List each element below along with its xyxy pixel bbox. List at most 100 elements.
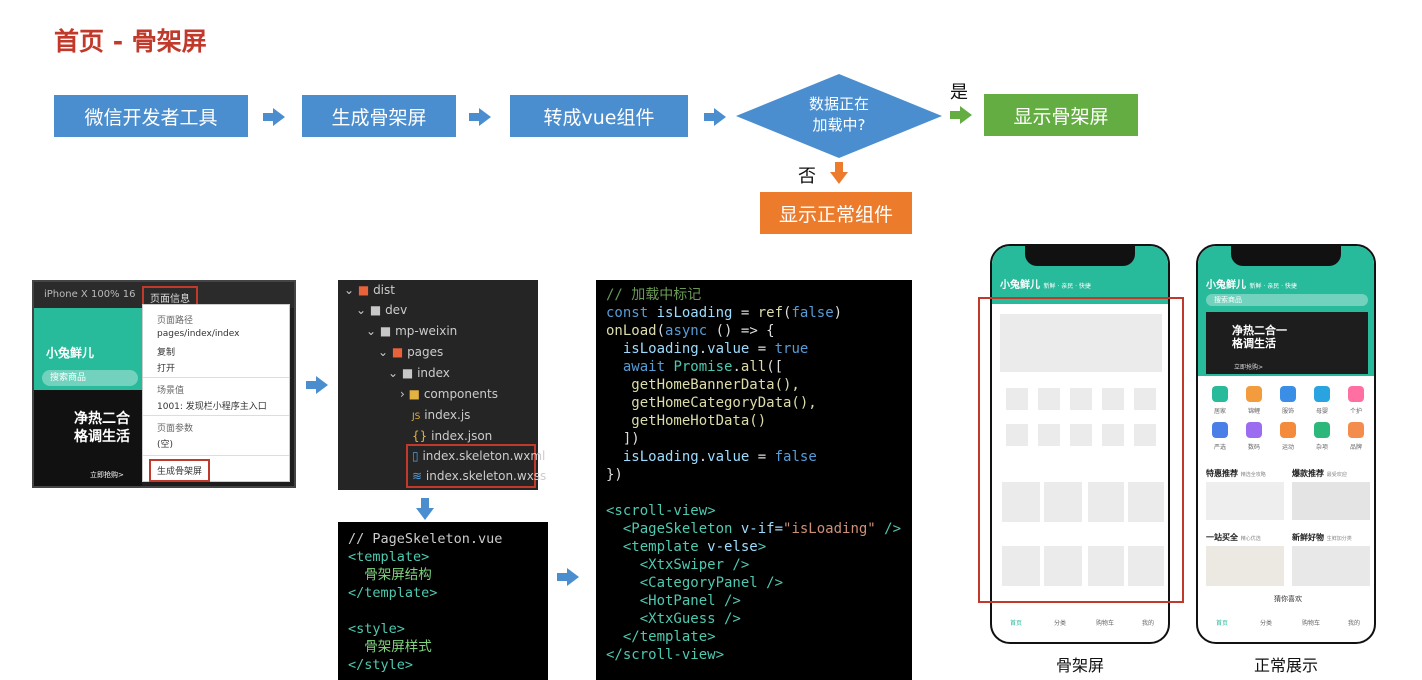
menu-copy[interactable]: 复制 <box>157 348 176 358</box>
tree-item-pages[interactable]: ⌄ ■ pages <box>378 342 443 362</box>
code-index-page: // 加载中标记 const isLoading = ref(false) on… <box>596 280 912 680</box>
tab-home[interactable]: 首页 <box>1010 620 1023 627</box>
folder-icon: ■ <box>401 366 414 380</box>
code-line: <XtxGuess /> <box>606 611 741 627</box>
hot-product-image[interactable] <box>1292 546 1370 586</box>
banner-line-2: 格调生活 <box>74 429 130 445</box>
category-icon[interactable] <box>1348 386 1364 402</box>
file-tree: ⌄ ■ dist ⌄ ■ dev ⌄ ■ mp-weixin ⌄ ■ pages… <box>338 280 546 490</box>
category-label: 锦鲤 <box>1248 408 1261 415</box>
banner-line-1: 净热二合 <box>74 411 130 427</box>
menu-open[interactable]: 打开 <box>157 364 176 374</box>
tree-item-index[interactable]: ⌄ ■ index <box>388 363 450 383</box>
folder-icon: ■ <box>408 387 420 401</box>
tab-home[interactable]: 首页 <box>1216 620 1229 627</box>
code-line: getHomeBannerData(), <box>606 377 800 393</box>
tab-category[interactable]: 分类 <box>1054 620 1067 627</box>
skeleton-block <box>1134 424 1156 446</box>
banner-button: 立即抢购> <box>1234 364 1264 371</box>
category-icon[interactable] <box>1348 422 1364 438</box>
category-icon[interactable] <box>1212 422 1228 438</box>
chevron-right-icon: › <box>400 387 405 401</box>
home-banner[interactable] <box>1206 312 1368 374</box>
code-token: false <box>791 305 834 321</box>
category-icon[interactable] <box>1212 386 1228 402</box>
code-token: = <box>749 341 775 357</box>
code-token: ( <box>783 305 792 321</box>
category-icon[interactable] <box>1246 422 1262 438</box>
menu-generate-skeleton[interactable]: 生成骨架屏 <box>149 459 211 482</box>
brand-sub: 新鲜 · 亲民 · 快捷 <box>1043 283 1091 290</box>
tree-item-index-js[interactable]: JS index.js <box>412 405 470 425</box>
tab-cart[interactable]: 购物车 <box>1096 620 1115 627</box>
category-icon[interactable] <box>1314 386 1330 402</box>
preview-banner <box>34 390 142 486</box>
tree-item-skeleton-wxml[interactable]: ▯ index.skeleton.wxml <box>412 446 545 466</box>
hot-product-image[interactable] <box>1206 546 1284 586</box>
code-template-close: </template> <box>348 585 438 601</box>
code-style-close: </style> <box>348 657 414 673</box>
phone-normal: 小兔鲜儿 新鲜 · 亲民 · 快捷 搜索商品 净热二合一 格调生活 立即抢购> … <box>1196 244 1376 644</box>
code-line: <scroll-view> <box>606 503 716 519</box>
code-line: ]) <box>606 431 640 447</box>
skeleton-block <box>1044 482 1082 522</box>
skeleton-block <box>1070 424 1092 446</box>
search-input[interactable]: 搜索商品 <box>1206 294 1368 306</box>
tree-item-dev[interactable]: ⌄ ■ dev <box>356 300 407 320</box>
decision-diamond <box>736 74 942 158</box>
menu-params-value: (空) <box>157 440 174 450</box>
category-label: 居家 <box>1214 408 1227 415</box>
category-label: 服饰 <box>1282 408 1295 415</box>
hot-product-image[interactable] <box>1292 482 1370 520</box>
hot-title: 特惠推荐 <box>1206 469 1238 478</box>
category-icon[interactable] <box>1314 422 1330 438</box>
flow-step-devtools: 微信开发者工具 <box>54 95 248 137</box>
tab-category[interactable]: 分类 <box>1260 620 1273 627</box>
code-template-body: 骨架屏结构 <box>364 567 432 583</box>
decision-line-1: 数据正在 <box>808 95 869 113</box>
skeleton-block <box>1038 424 1060 446</box>
tree-item-skeleton-wxss[interactable]: ≋ index.skeleton.wxss <box>412 466 546 486</box>
hot-title: 爆款推荐 <box>1292 469 1324 478</box>
tab-mine[interactable]: 我的 <box>1142 620 1155 627</box>
tab-mine[interactable]: 我的 <box>1348 620 1361 627</box>
skeleton-block <box>1134 388 1156 410</box>
folder-icon: ■ <box>379 324 392 338</box>
code-line: </template> <box>606 629 716 645</box>
hot-product-image[interactable] <box>1206 482 1284 520</box>
category-icon[interactable] <box>1280 422 1296 438</box>
code-token: onLoad <box>606 323 657 339</box>
skeleton-block <box>1088 482 1124 522</box>
code-line: <HotPanel /> <box>606 593 741 609</box>
brand-name: 小兔鲜儿 <box>1206 280 1246 291</box>
code-token: . <box>732 359 741 375</box>
hot-sub: 最受欢迎 <box>1326 472 1347 478</box>
category-icon[interactable] <box>1280 386 1296 402</box>
hot-sub: 精心优选 <box>1240 536 1261 542</box>
tree-item-label: index.js <box>424 408 471 422</box>
menu-divider <box>143 377 289 378</box>
tree-item-index-json[interactable]: {} index.json <box>412 426 492 446</box>
preview-brand: 小兔鲜儿 <box>46 346 95 360</box>
page-info-menu: 页面路径 pages/index/index 复制 打开 场景值 1001: 发… <box>142 304 290 482</box>
arrow-down-icon <box>416 498 434 520</box>
code-token: ( <box>656 323 666 339</box>
hot-title: 一站买全 <box>1206 533 1238 542</box>
tab-cart[interactable]: 购物车 <box>1302 620 1321 627</box>
tree-item-dist[interactable]: ⌄ ■ dist <box>344 280 395 300</box>
code-style-open: <style> <box>348 621 405 637</box>
category-icon[interactable] <box>1246 386 1262 402</box>
hot-title: 新鲜好物 <box>1292 533 1324 542</box>
tree-item-mp-weixin[interactable]: ⌄ ■ mp-weixin <box>366 321 457 341</box>
tree-item-components[interactable]: › ■ components <box>400 384 498 404</box>
chevron-down-icon: ⌄ <box>356 303 367 317</box>
code-token: const <box>606 305 649 321</box>
code-token: ([ <box>766 359 784 375</box>
code-token: = <box>732 305 758 321</box>
code-token: true <box>774 341 809 357</box>
code-line: // 加载中标记 <box>606 287 702 303</box>
preview-search: 搜索商品 <box>42 370 138 386</box>
yes-label: 是 <box>950 82 968 103</box>
preview-banner-button: 立即抢购> <box>90 471 124 479</box>
preview-banner-text: 净热二合 格调生活 <box>74 410 130 446</box>
